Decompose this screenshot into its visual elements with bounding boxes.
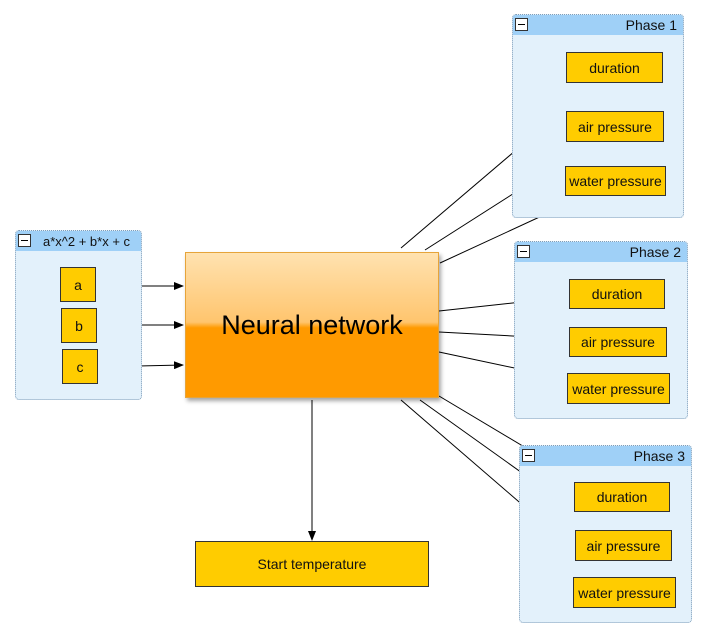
phase3-duration-node[interactable]: duration (574, 482, 670, 512)
phase2-title: Phase 2 (629, 244, 681, 260)
collapse-icon[interactable] (522, 449, 535, 462)
phase1-title: Phase 1 (625, 17, 677, 33)
collapse-icon[interactable] (18, 234, 31, 247)
phase1-group-header: Phase 1 (513, 15, 683, 35)
collapse-icon[interactable] (517, 245, 530, 258)
input-node-c[interactable]: c (62, 349, 98, 384)
input-node-a[interactable]: a (60, 267, 96, 302)
input-group-header: a*x^2 + b*x + c (16, 231, 141, 251)
phase2-water-pressure-node[interactable]: water pressure (567, 373, 670, 404)
phase1-air-pressure-node[interactable]: air pressure (566, 111, 664, 142)
phase3-water-pressure-node[interactable]: water pressure (573, 577, 676, 608)
input-group-title: a*x^2 + b*x + c (43, 234, 131, 249)
collapse-icon[interactable] (515, 18, 528, 31)
phase2-duration-node[interactable]: duration (569, 279, 665, 309)
phase1-duration-node[interactable]: duration (566, 52, 663, 83)
phase3-title: Phase 3 (633, 448, 685, 464)
phase3-air-pressure-node[interactable]: air pressure (575, 530, 672, 561)
phase1-water-pressure-node[interactable]: water pressure (565, 166, 666, 196)
neural-network-node[interactable]: Neural network (185, 252, 439, 398)
input-node-b[interactable]: b (61, 308, 97, 343)
phase2-group-header: Phase 2 (515, 242, 687, 262)
phase2-air-pressure-node[interactable]: air pressure (569, 327, 667, 357)
phase3-group-header: Phase 3 (520, 446, 691, 466)
start-temperature-node[interactable]: Start temperature (195, 541, 429, 587)
